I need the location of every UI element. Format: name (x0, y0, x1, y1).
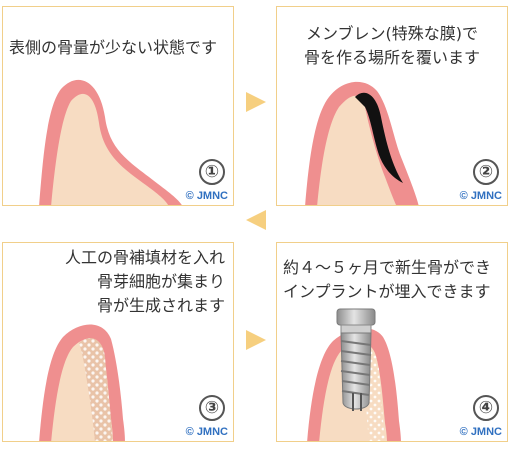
copyright-text: © JMNC (185, 426, 228, 438)
step-1-caption-line-1: 表側の骨量が少ない状態です (9, 38, 218, 57)
copyright-text: © JMNC (459, 426, 502, 438)
step-3-caption-line-3: 骨が生成されます (96, 296, 225, 315)
step-2-number: ② (473, 159, 499, 185)
step-4-number: ④ (473, 395, 499, 421)
bone-deficient-illustration (39, 79, 182, 205)
step-2-panel: メンブレン(特殊な膜)で 骨を作る場所を覆います ② © JMNC (276, 6, 508, 206)
step-4-caption-line-1: 約４～５ヶ月で新生骨ができ (283, 258, 492, 277)
step-1-panel: 表側の骨量が少ない状態です ① © JMNC (2, 6, 234, 206)
implant-fixture (336, 308, 376, 411)
graft-particles (79, 338, 113, 441)
step-2-caption-line-2: 骨を作る場所を覆います (303, 48, 480, 67)
membrane-illustration (305, 82, 419, 205)
bone-graft-illustration (39, 324, 125, 441)
copyright-text: © JMNC (459, 190, 502, 202)
copyright-text: © JMNC (185, 190, 228, 202)
step-2-caption-line-1: メンブレン(特殊な膜)で (305, 24, 478, 43)
implant-illustration (307, 308, 401, 441)
membrane (355, 92, 403, 183)
arrow-right-icon (246, 330, 266, 350)
step-4-caption-line-2: インプラントが埋入できます (283, 282, 491, 301)
step-3-caption-line-2: 骨芽細胞が集まり (96, 272, 225, 291)
step-3-number: ③ (199, 395, 225, 421)
arrow-left-icon (246, 210, 266, 230)
step-4-panel: 約４～５ヶ月で新生骨ができ インプラントが埋入できます ④ © JMNC (276, 242, 508, 442)
bone (51, 93, 169, 205)
arrow-right-icon (246, 92, 266, 112)
bone (317, 95, 397, 205)
step-1-number: ① (199, 159, 225, 185)
step-3-panel: 人工の骨補填材を入れ 骨芽細胞が集まり 骨が生成されます ③ © JMNC (2, 242, 234, 442)
step-3-caption-line-1: 人工の骨補填材を入れ (64, 248, 225, 267)
